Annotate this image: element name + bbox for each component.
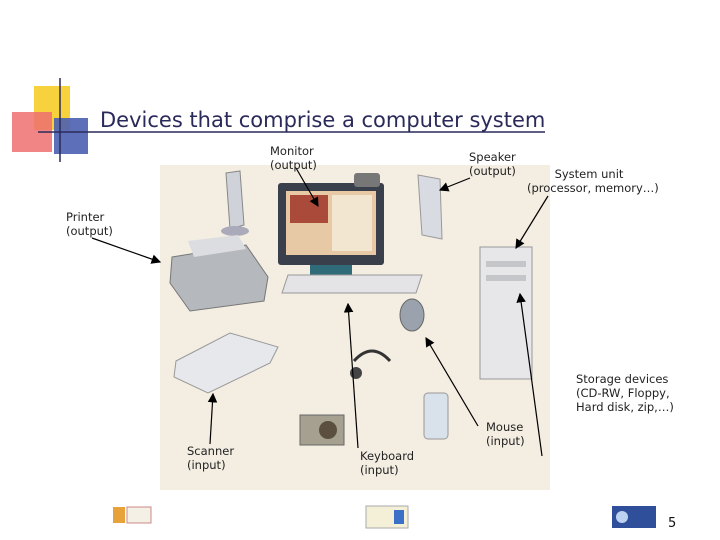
- arrow-keyboard: [343, 302, 359, 449]
- scanner-image: [173, 332, 279, 394]
- arrow-system-unit: [515, 195, 549, 250]
- devices-illustration: [169, 170, 533, 446]
- label-speaker: Speaker(output): [469, 150, 516, 178]
- label-scanner: Scanner(input): [187, 444, 235, 472]
- label-system-unit: System unit(processor, memory…): [527, 167, 659, 195]
- rec-logo: [113, 506, 152, 524]
- devices-photo: [160, 165, 550, 490]
- arrow-scanner: [207, 392, 218, 445]
- ministry-logo: [612, 506, 656, 528]
- keyboard-image: [281, 274, 423, 294]
- slide-title: Devices that comprise a computer system: [100, 108, 546, 132]
- label-monitor: Monitor(output): [270, 144, 317, 172]
- mouse-image: [399, 298, 425, 332]
- speaker-left-image: [221, 170, 249, 236]
- arrow-storage: [516, 292, 543, 457]
- label-storage-devices: Storage devices(CD-RW, Floppy,Hard disk,…: [576, 372, 674, 414]
- zip-drive-image: [423, 392, 449, 440]
- arrow-mouse: [425, 336, 479, 427]
- arrow-speaker: [438, 177, 471, 192]
- label-keyboard: Keyboard(input): [360, 449, 415, 477]
- label-mouse: Mouse(input): [486, 420, 525, 448]
- monitor-image: [278, 173, 384, 277]
- system-unit-image: [479, 246, 533, 380]
- label-printer: Printer(output): [66, 210, 113, 238]
- arrow-monitor: [295, 167, 319, 208]
- center-logo: [365, 505, 409, 529]
- arrow-printer: [91, 237, 162, 264]
- speaker-right-image: [417, 174, 443, 240]
- printer-image: [169, 235, 269, 312]
- page-number: 5: [668, 516, 677, 531]
- camera-image: [299, 414, 345, 446]
